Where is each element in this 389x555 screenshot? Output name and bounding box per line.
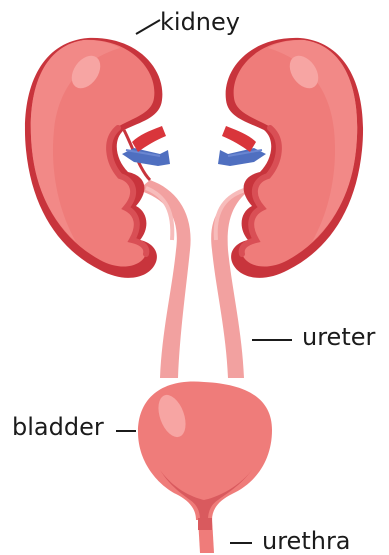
- ureter-leader-line: [252, 339, 292, 341]
- bladder-label: bladder: [12, 415, 104, 439]
- urethra-label: urethra: [262, 529, 351, 553]
- left-renal-vessels: [122, 126, 170, 166]
- bladder-leader-line: [116, 430, 136, 432]
- urethra-leader-line: [230, 542, 252, 544]
- ureter-label: ureter: [302, 325, 375, 349]
- bladder: [138, 381, 272, 520]
- left-ureter: [138, 180, 191, 378]
- urethra: [198, 518, 214, 553]
- kidney-label: kidney: [160, 10, 240, 34]
- right-renal-vessels: [218, 126, 266, 166]
